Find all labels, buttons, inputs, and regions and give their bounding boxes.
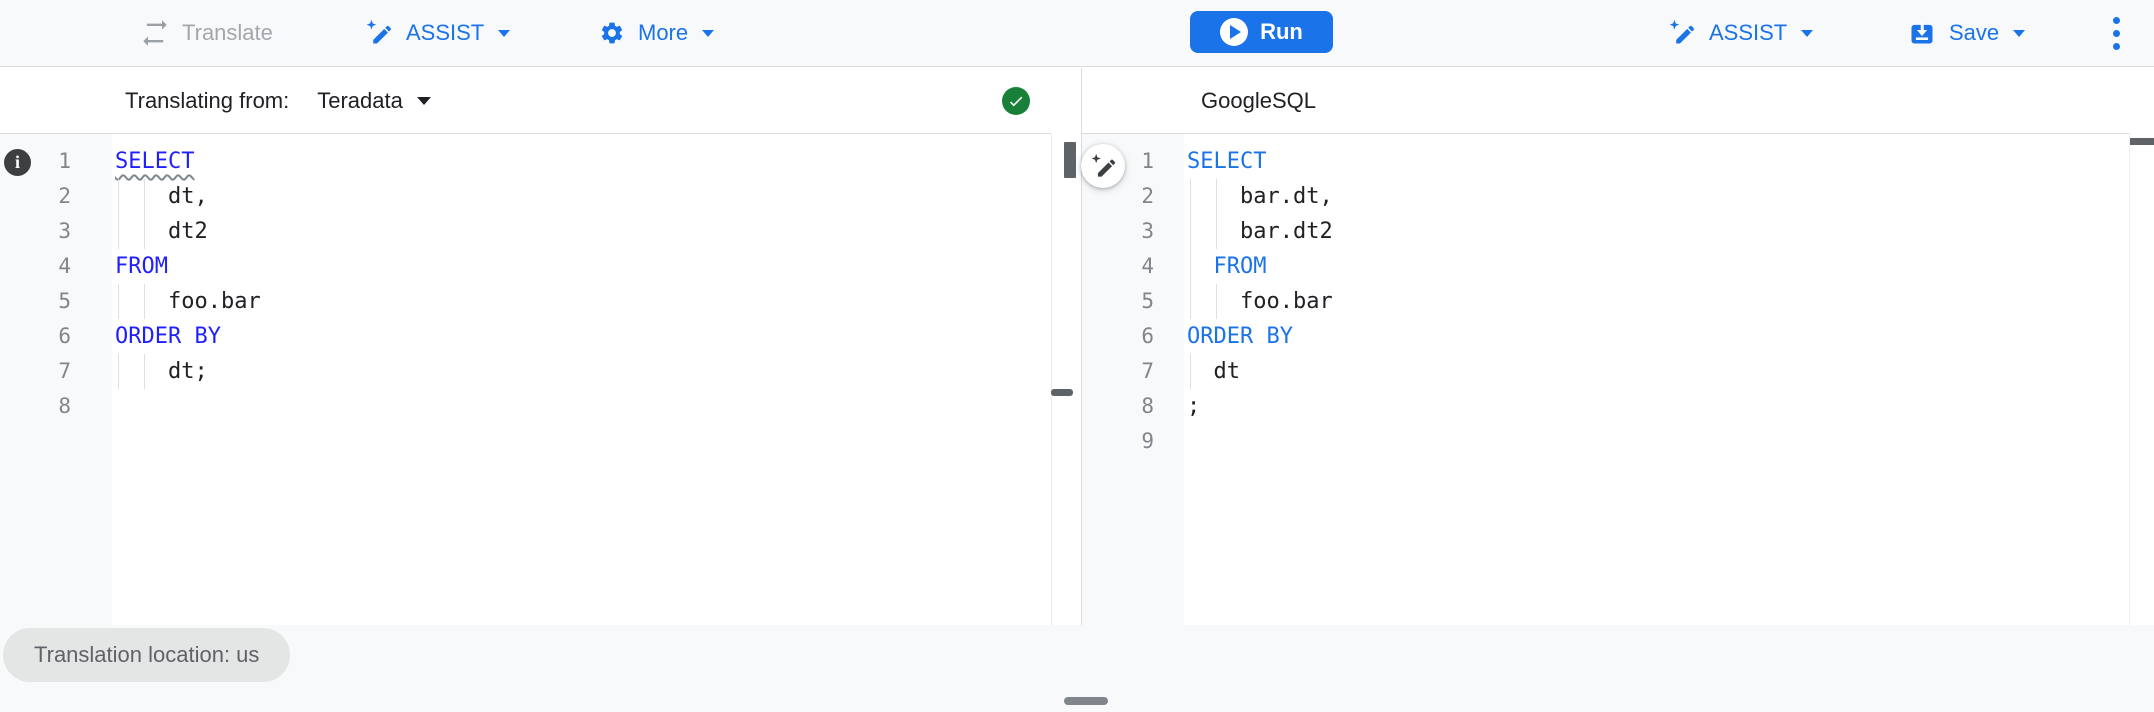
save-menu-label: Save: [1949, 20, 2000, 45]
chevron-down-icon: [498, 29, 511, 37]
code-line: SELECT: [1187, 149, 1267, 174]
line-number: 3: [58, 219, 71, 243]
indent-guide: [1216, 284, 1218, 319]
indent-guide: [118, 354, 119, 389]
run-button-label: Run: [1260, 19, 1303, 44]
top-toolbar: Translate ASSIST More Run: [0, 0, 2154, 67]
target-dialect-title: GoogleSQL: [1201, 87, 1316, 113]
code-line: dt,: [115, 179, 1051, 214]
chevron-down-icon: [416, 96, 431, 105]
target-editor-gutter: 1 2 3 4 5 6 7 8 9: [1082, 134, 1184, 625]
source-editor-right-border: [1051, 134, 1052, 625]
assist-menu-right[interactable]: ASSIST: [1668, 0, 1814, 66]
code-line: ;: [1187, 394, 1201, 419]
code-line: FROM: [115, 254, 168, 279]
save-menu[interactable]: Save: [1908, 0, 2026, 66]
pen-sparkle-icon: [366, 19, 392, 44]
source-panel-header: Translating from: Teradata: [0, 68, 1051, 134]
code-line: [1187, 424, 2129, 459]
target-editor-right-border: [2129, 134, 2130, 625]
code-line: [115, 389, 1051, 424]
line-number: 9: [1141, 429, 1154, 453]
line-number: 7: [1141, 359, 1154, 383]
run-button[interactable]: Run: [1190, 11, 1333, 53]
code-line: dt: [1187, 354, 2129, 389]
overflow-menu-button[interactable]: [2100, 0, 2132, 66]
line-number: 6: [1141, 324, 1154, 348]
indent-guide: [1216, 214, 1218, 249]
indent-guide: [144, 284, 146, 319]
swap-arrows-icon: [143, 20, 167, 46]
code-line: dt;: [115, 354, 1051, 389]
line-number: 5: [58, 289, 71, 313]
indent-guide: [118, 179, 119, 214]
code-line: bar.dt,: [1187, 179, 2129, 214]
indent-guide: [1190, 249, 1191, 284]
pen-sparkle-icon: [1669, 19, 1695, 44]
code-line: ORDER BY: [115, 324, 221, 349]
source-editor-scrollbar-thumb[interactable]: [1064, 142, 1076, 178]
chevron-down-icon: [702, 29, 715, 37]
translation-location-chip: Translation location: us: [3, 628, 291, 682]
code-line: ORDER BY: [1187, 324, 1293, 349]
code-line: bar.dt2: [1187, 214, 2129, 249]
indent-guide: [1216, 179, 1218, 214]
pen-sparkle-icon: [1091, 153, 1115, 177]
translation-location-text: Translation location: us: [34, 642, 260, 667]
panel-divider: [1081, 68, 1082, 625]
play-icon: [1220, 18, 1249, 46]
translating-from-label: Translating from:: [125, 87, 290, 113]
translate-button-label: Translate: [182, 20, 273, 45]
panel-splitter-grip[interactable]: [1051, 389, 1073, 396]
translation-success-icon: [1002, 87, 1030, 115]
indent-guide: [1190, 284, 1191, 319]
source-editor-gutter: 1 2 3 4 5 6 7 8: [0, 134, 112, 625]
assist-menu-label: ASSIST: [406, 20, 485, 45]
line-number: 7: [58, 359, 71, 383]
more-menu[interactable]: More: [599, 0, 715, 66]
code-line: FROM: [1187, 249, 2129, 284]
indent-guide: [1190, 354, 1191, 389]
line-number: 4: [58, 254, 71, 278]
target-editor-scrollbar-thumb[interactable]: [2130, 138, 2154, 145]
source-dialect-value: Teradata: [317, 87, 403, 113]
chevron-down-icon: [2013, 29, 2026, 37]
line-number: 2: [58, 184, 71, 208]
code-line: dt2: [115, 214, 1051, 249]
indent-guide: [144, 214, 146, 249]
line-number: 6: [58, 324, 71, 348]
save-icon: [1911, 21, 1933, 44]
line-number: 4: [1141, 254, 1154, 278]
line-number: 8: [58, 394, 71, 418]
code-line: foo.bar: [115, 284, 1051, 319]
results-splitter-grip[interactable]: [1064, 697, 1108, 705]
indent-guide: [144, 354, 146, 389]
indent-guide: [144, 179, 146, 214]
kebab-vertical-icon: [2112, 16, 2120, 50]
gear-icon: [601, 22, 623, 44]
code-line: SELECT: [115, 149, 195, 174]
info-icon[interactable]: i: [4, 149, 31, 176]
translate-button[interactable]: Translate: [141, 0, 273, 66]
assist-menu-left[interactable]: ASSIST: [365, 0, 511, 66]
inline-assist-button[interactable]: [1081, 144, 1125, 188]
line-number: 1: [58, 149, 71, 173]
line-number: 3: [1141, 219, 1154, 243]
line-number: 2: [1141, 184, 1154, 208]
line-number: 8: [1141, 394, 1154, 418]
source-dialect-dropdown[interactable]: Teradata: [317, 88, 431, 114]
assist-menu-label: ASSIST: [1709, 20, 1788, 45]
line-number: 5: [1141, 289, 1154, 313]
indent-guide: [1190, 214, 1191, 249]
more-menu-label: More: [638, 20, 689, 45]
chevron-down-icon: [1801, 29, 1814, 37]
line-number: 1: [1141, 149, 1154, 173]
code-line: foo.bar: [1187, 284, 2129, 319]
indent-guide: [118, 214, 119, 249]
target-panel-header: GoogleSQL: [1082, 68, 2129, 134]
indent-guide: [1190, 179, 1191, 214]
indent-guide: [118, 284, 119, 319]
